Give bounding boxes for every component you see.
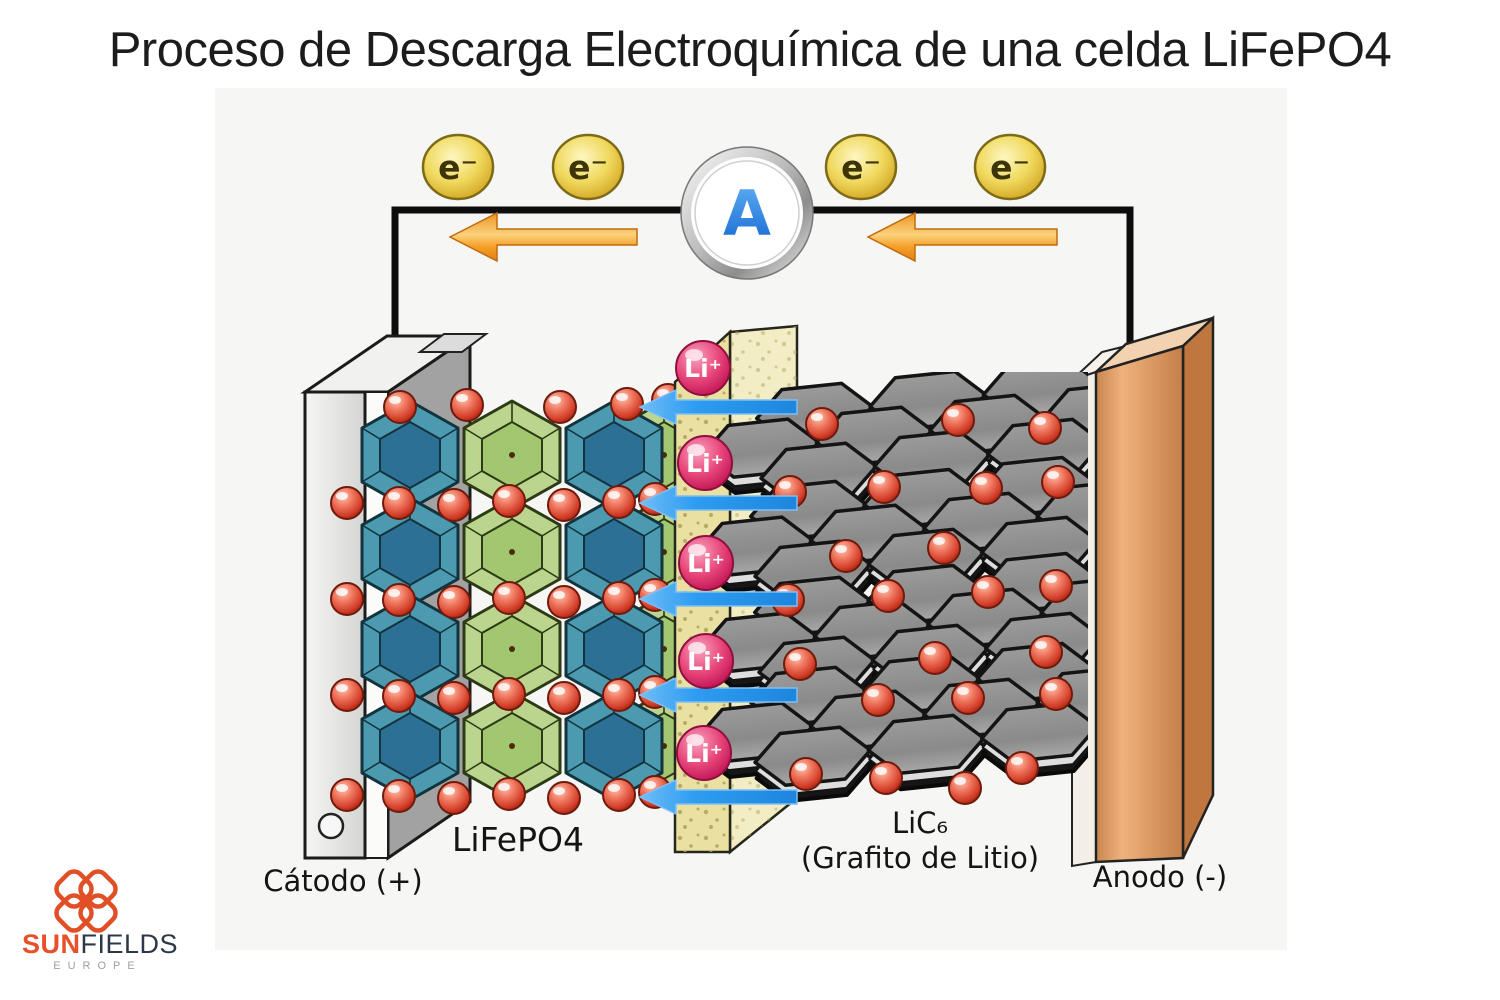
li-ion-label: Li⁺ — [686, 449, 724, 478]
anode-current-collector — [1071, 315, 1215, 868]
collector-hole — [317, 812, 345, 840]
electron: e⁻ — [973, 133, 1047, 201]
electron-label: e⁻ — [568, 148, 608, 187]
li-ion: Li⁺ — [678, 535, 734, 591]
anode-material-label: LiC₆ — [891, 806, 949, 840]
electron-label: e⁻ — [438, 148, 478, 187]
cathode-label: Cátodo (+) — [263, 864, 423, 898]
electron-label: e⁻ — [990, 148, 1030, 187]
electron: e⁻ — [824, 133, 898, 201]
li-ion: Li⁺ — [675, 340, 731, 396]
li-ion-label: Li⁺ — [685, 739, 723, 768]
electron: e⁻ — [551, 133, 625, 201]
anode-label: Anodo (-) — [1092, 860, 1228, 894]
electron-label: e⁻ — [841, 148, 881, 187]
anode-material-sublabel: (Grafito de Litio) — [800, 841, 1040, 875]
li-ion: Li⁺ — [677, 435, 733, 491]
ammeter-label: A — [723, 177, 771, 250]
logo-text-sun: SUN — [22, 929, 81, 959]
logo-text-fields: FIELDS — [80, 929, 179, 959]
cathode-material-label: LiFePO4 — [452, 820, 584, 859]
li-ion: Li⁺ — [678, 633, 734, 689]
li-ions: Li⁺ Li⁺ Li⁺ Li⁺ Li⁺ — [675, 340, 734, 781]
electron: e⁻ — [421, 133, 495, 201]
current-arrow-left — [448, 211, 638, 263]
li-ion-flow-arrows — [638, 388, 798, 816]
li-ion: Li⁺ — [676, 725, 732, 781]
li-ion-label: Li⁺ — [687, 647, 725, 676]
sunfields-logo-mark — [54, 869, 118, 933]
sunfields-logo: SUNFIELDS EUROPE — [22, 929, 178, 973]
wire-tab — [417, 333, 489, 353]
electrons: e⁻ e⁻ e⁻ e⁻ — [421, 133, 1047, 201]
electron-current-arrows — [448, 211, 1058, 263]
current-arrow-right — [866, 211, 1058, 263]
page-title: Proceso de Descarga Electroquímica de un… — [108, 23, 1392, 77]
li-ion-label: Li⁺ — [684, 354, 722, 383]
ammeter: A — [680, 146, 814, 280]
li-ion-label: Li⁺ — [687, 549, 725, 578]
logo-text-europe: EUROPE — [53, 960, 142, 973]
